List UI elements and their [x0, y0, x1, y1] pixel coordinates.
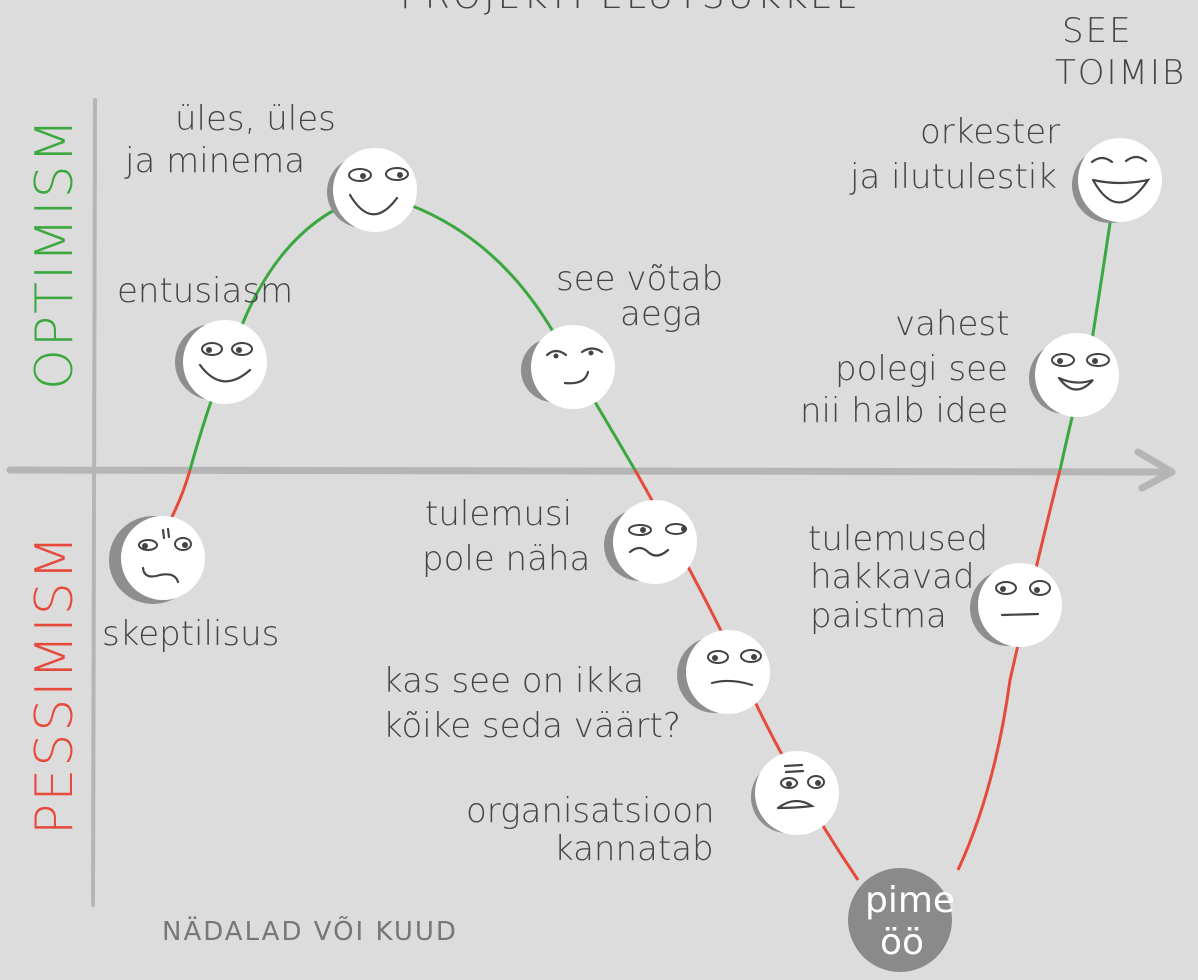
optimism-axis-label: OPTIMISM — [25, 117, 85, 390]
face-wavy — [604, 500, 697, 584]
label-vahest-line-3: nii halb idee — [800, 391, 1008, 431]
face-grin — [1029, 333, 1119, 417]
face-smile — [175, 320, 267, 404]
curve-pessimism-ascent — [956, 469, 1062, 871]
face-smirk — [521, 325, 615, 409]
face-dark-night: pime öö — [848, 868, 955, 972]
label-see-votab-line-1: see võtab — [556, 259, 723, 299]
label-tulemusi-line-1: tulemusi — [425, 494, 572, 534]
pessimism-axis-label: PESSIMISM — [25, 533, 85, 835]
label-kas-see-line-1: kas see on ikka — [383, 661, 644, 701]
face-big-smile — [327, 148, 417, 232]
label-see-votab-line-2: aega — [620, 294, 703, 334]
corner-label-line-1: SEE — [1062, 11, 1133, 51]
face-doubt — [677, 630, 770, 714]
face-laugh — [1072, 138, 1162, 223]
corner-label-line-2: TOIMIB — [1055, 53, 1186, 93]
horizontal-axis-arrowhead — [1134, 448, 1176, 492]
label-organisatsioon-line-1: organisatsioon — [466, 791, 715, 831]
face-skeptical — [109, 516, 205, 604]
label-organisatsioon-line-2: kannatab — [554, 829, 714, 869]
label-tulemused-line-2: hakkavad — [810, 557, 975, 597]
label-tulemusi-line-2: pole näha — [422, 539, 590, 579]
label-orkester-line-1: orkester — [920, 112, 1060, 152]
horizontal-axis — [6, 466, 1174, 476]
face-sad — [751, 751, 839, 835]
label-tulemused-line-3: paistma — [810, 596, 947, 636]
label-ules-line-1: üles, üles — [175, 99, 336, 139]
label-kas-see-line-2: kõike seda väärt? — [383, 706, 681, 746]
label-skeptilisus: skeptilisus — [102, 614, 279, 654]
time-axis-label: NÄDALAD VÕI KUUD — [162, 915, 458, 947]
label-vahest-line-2: polegi see — [835, 349, 1008, 389]
label-entusiasm: entusiasm — [117, 271, 293, 311]
label-orkester-line-2: ja ilutulestik — [849, 157, 1057, 197]
label-ules-line-2: ja minema — [124, 141, 305, 181]
label-tulemused-line-1: tulemused — [808, 519, 988, 559]
diagram-title: PROJEKTI ELUTSÜKKEL — [400, 0, 859, 17]
face-neutral — [970, 563, 1062, 647]
dark-night-line-2: öö — [880, 922, 924, 963]
dark-night-line-1: pime — [865, 880, 955, 921]
vertical-axis — [91, 98, 97, 907]
label-vahest-line-1: vahest — [895, 304, 1009, 344]
